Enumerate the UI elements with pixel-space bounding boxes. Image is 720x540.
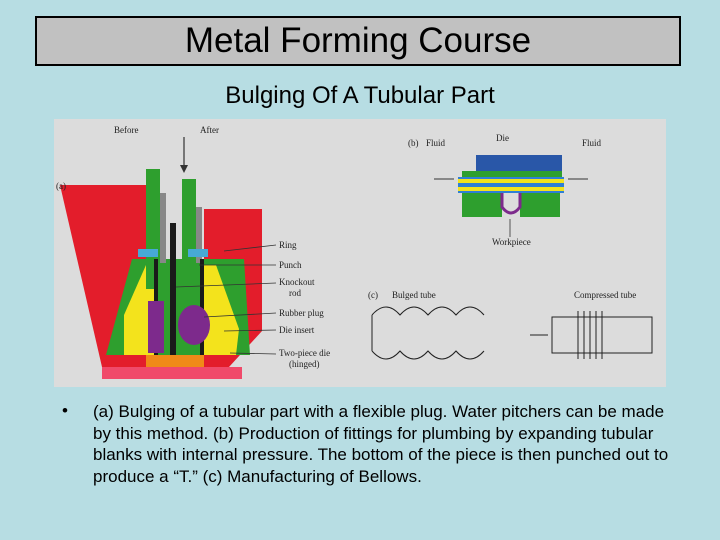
callout-ring: Ring bbox=[279, 240, 297, 250]
figure-panel: (a) Before After Ring Punch Knockout rod… bbox=[54, 119, 666, 387]
callout-line-insert bbox=[223, 329, 277, 332]
callout-punch: Punch bbox=[279, 260, 302, 270]
rubber-plug-before bbox=[148, 301, 164, 353]
callout-line-ring bbox=[223, 244, 277, 252]
fluid-right-label: Fluid bbox=[582, 138, 602, 148]
panel-a-drawing bbox=[60, 137, 277, 379]
bulging-illustration: (a) Before After Ring Punch Knockout rod… bbox=[56, 125, 653, 379]
callout-line-die bbox=[229, 352, 277, 355]
callout-line-knockout bbox=[175, 282, 277, 288]
ring-left bbox=[138, 249, 158, 257]
die-bottom-right bbox=[520, 193, 560, 217]
panel-b-drawing bbox=[434, 155, 588, 237]
die-top-strip bbox=[462, 171, 562, 177]
punch-after bbox=[182, 179, 196, 289]
panel-a-tag: (a) bbox=[56, 181, 66, 191]
slide-subtitle: Bulging Of A Tubular Part bbox=[225, 82, 495, 109]
die-label: Die bbox=[496, 133, 509, 143]
bullet-item: (a) Bulging of a tubular part with a fle… bbox=[93, 402, 669, 486]
bullet-marker: • bbox=[62, 401, 68, 420]
callout-die-insert: Die insert bbox=[279, 325, 315, 335]
fluid-upper bbox=[458, 179, 564, 183]
callout-rubber-plug: Rubber plug bbox=[279, 308, 324, 318]
base-plate bbox=[146, 355, 204, 367]
bulged-tube-top bbox=[371, 306, 485, 316]
callout-hinged: (hinged) bbox=[289, 359, 320, 369]
workpiece-label: Workpiece bbox=[492, 237, 531, 247]
spring-left bbox=[160, 193, 166, 263]
tube-wall-right bbox=[200, 259, 204, 355]
after-arrow-head bbox=[180, 165, 188, 173]
rubber-plug-after bbox=[178, 305, 210, 345]
die-top bbox=[476, 155, 562, 171]
callout-two-piece-die: Two-piece die bbox=[279, 348, 330, 358]
base-block bbox=[102, 367, 242, 379]
before-label: Before bbox=[114, 125, 139, 135]
workpiece-bulge bbox=[500, 193, 522, 215]
ring-right bbox=[188, 249, 208, 257]
bulged-tube-label: Bulged tube bbox=[392, 290, 436, 300]
die-insert-right bbox=[204, 265, 239, 355]
panel-c-drawing bbox=[371, 306, 653, 360]
title-bar: Metal Forming Course bbox=[35, 16, 681, 66]
fluid-lower bbox=[458, 187, 564, 191]
callout-knockout: Knockout bbox=[279, 277, 315, 287]
panel-c-tag: (c) bbox=[368, 290, 378, 300]
bulged-tube-bottom bbox=[371, 350, 485, 360]
panel-b-tag: (b) bbox=[408, 138, 419, 148]
die-bottom-left bbox=[462, 193, 502, 217]
knockout-rod bbox=[170, 223, 176, 363]
spring-right bbox=[196, 207, 202, 263]
fluid-left-label: Fluid bbox=[426, 138, 446, 148]
after-label: After bbox=[200, 125, 219, 135]
callout-line-plug bbox=[203, 312, 277, 318]
compressed-tube-label: Compressed tube bbox=[574, 290, 636, 300]
slide-title: Metal Forming Course bbox=[184, 21, 532, 60]
callout-rod: rod bbox=[289, 288, 301, 298]
